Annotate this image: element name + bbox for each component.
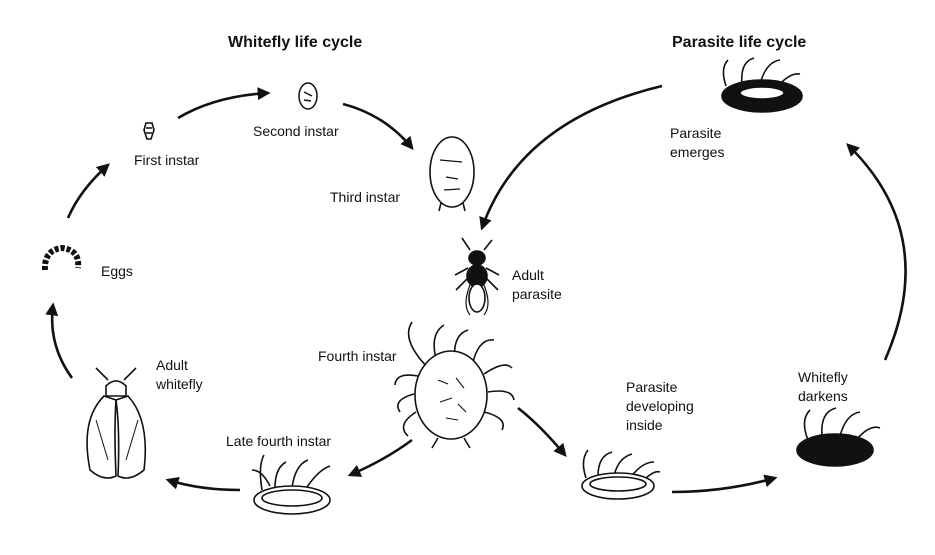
- label-developing-line3: inside: [626, 416, 694, 435]
- label-adult-whitefly-line1: Adult: [156, 356, 203, 375]
- label-late-fourth-instar: Late fourth instar: [226, 432, 331, 451]
- parasite-cycle-title: Parasite life cycle: [672, 34, 806, 52]
- arrow-darkens-to-emerges: [848, 145, 906, 360]
- fourth-instar-icon: [395, 322, 514, 448]
- arrow-adult-to-eggs: [52, 305, 72, 378]
- adult-parasite-icon: [455, 238, 499, 315]
- label-adult-parasite-line1: Adult: [512, 266, 562, 285]
- label-developing-line2: developing: [626, 397, 694, 416]
- label-fourth-instar: Fourth instar: [318, 347, 397, 366]
- label-parasite-developing: Parasite developing inside: [626, 378, 694, 435]
- eggs-icon: [45, 248, 78, 270]
- late-fourth-instar-icon: [252, 455, 330, 514]
- label-first-instar: First instar: [134, 151, 199, 170]
- arrow-fourth-to-developing: [518, 408, 565, 455]
- second-instar-icon: [299, 83, 317, 109]
- label-whitefly-darkens: Whitefly darkens: [798, 368, 848, 406]
- third-instar-icon: [430, 137, 474, 211]
- arrow-first-to-second: [178, 93, 268, 118]
- whitefly-darkens-icon: [797, 408, 880, 466]
- label-developing-line1: Parasite: [626, 378, 694, 397]
- label-emerges-line2: emerges: [670, 143, 724, 162]
- adult-whitefly-icon: [87, 368, 145, 478]
- label-adult-whitefly: Adult whitefly: [156, 356, 203, 394]
- arrow-second-to-third: [343, 104, 412, 148]
- label-darkens-line2: darkens: [798, 387, 848, 406]
- first-instar-icon: [144, 123, 154, 139]
- parasite-developing-icon: [582, 450, 660, 499]
- parasite-emerges-icon: [722, 58, 802, 112]
- label-eggs: Eggs: [101, 262, 133, 281]
- label-adult-whitefly-line2: whitefly: [156, 375, 203, 394]
- label-emerges-line1: Parasite: [670, 124, 724, 143]
- label-adult-parasite: Adult parasite: [512, 266, 562, 304]
- arrow-fourth-to-late: [350, 440, 412, 475]
- arrow-eggs-to-first: [68, 165, 108, 218]
- whitefly-cycle-title: Whitefly life cycle: [228, 34, 362, 52]
- arrow-emerges-to-adult-parasite: [482, 86, 662, 228]
- label-adult-parasite-line2: parasite: [512, 285, 562, 304]
- label-second-instar: Second instar: [253, 122, 339, 141]
- arrow-developing-to-darkens: [672, 478, 775, 492]
- label-parasite-emerges: Parasite emerges: [670, 124, 724, 162]
- label-third-instar: Third instar: [330, 188, 400, 207]
- arrow-late-to-adult: [168, 480, 240, 490]
- label-darkens-line1: Whitefly: [798, 368, 848, 387]
